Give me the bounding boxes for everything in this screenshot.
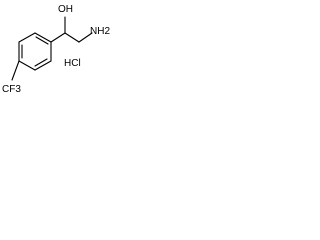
ring-double-bond	[35, 36, 49, 45]
side-chain	[50, 16, 93, 43]
ring-bond	[18, 32, 36, 43]
carbinol-to-ch2-bond	[64, 32, 80, 43]
chemical-structure-diagram: OH NH2 HCl CF3	[2, 4, 110, 95]
ring-double-bond	[34, 58, 48, 67]
ch2-to-nh2-bond	[78, 32, 93, 43]
ring-bond	[34, 32, 52, 43]
benzene-ring	[18, 32, 52, 71]
salt-label: HCl	[64, 58, 81, 69]
ring-to-carbinol-bond	[50, 32, 66, 43]
ring-to-cf3-bond	[11, 60, 20, 81]
ring-bond	[34, 60, 52, 71]
amine-label: NH2	[90, 26, 110, 37]
ring-bond	[18, 60, 36, 71]
trifluoromethyl-label: CF3	[2, 84, 21, 95]
hydroxyl-label: OH	[58, 4, 73, 15]
